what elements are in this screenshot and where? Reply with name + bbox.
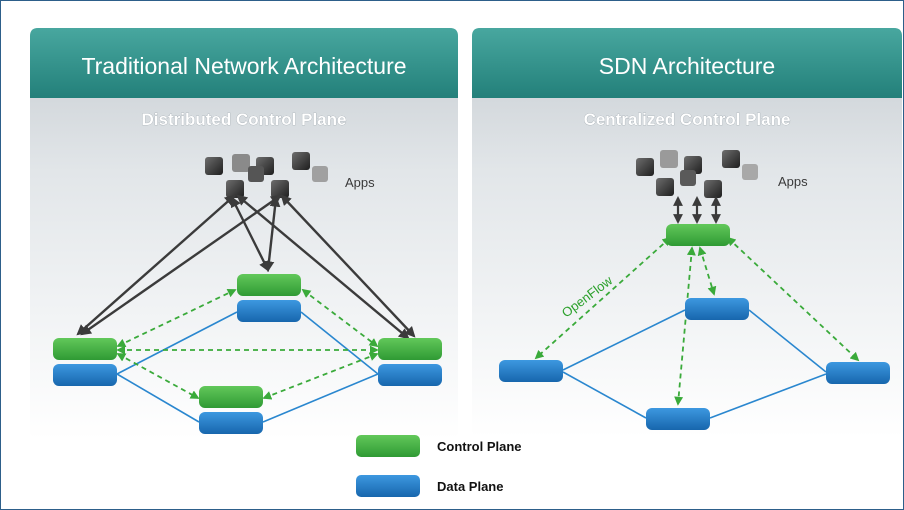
right-panel-header bbox=[472, 28, 902, 98]
right-app-arrows bbox=[673, 196, 721, 224]
legend-control-plane-swatch bbox=[356, 435, 420, 457]
left-panel-subtitle: Distributed Control Plane bbox=[142, 110, 347, 129]
right-apps-icon bbox=[636, 150, 758, 198]
legend: Control Plane Data Plane bbox=[356, 435, 522, 497]
legend-control-plane-label: Control Plane bbox=[437, 439, 522, 454]
legend-data-plane-label: Data Plane bbox=[437, 479, 503, 494]
right-panel: SDN Architecture Centralized Control Pla… bbox=[472, 28, 902, 438]
left-node-right bbox=[378, 338, 442, 386]
left-panel-header bbox=[30, 28, 458, 98]
left-panel: Traditional Network Architecture Distrib… bbox=[30, 28, 458, 440]
left-apps-icon bbox=[205, 152, 328, 198]
left-node-bottom bbox=[199, 386, 263, 434]
right-switch-left bbox=[499, 360, 563, 382]
right-apps-label: Apps bbox=[778, 174, 808, 189]
right-controller-node bbox=[666, 224, 730, 246]
left-panel-title: Traditional Network Architecture bbox=[81, 53, 406, 79]
left-apps-label: Apps bbox=[345, 175, 375, 190]
right-switch-top bbox=[685, 298, 749, 320]
right-panel-title: SDN Architecture bbox=[599, 53, 775, 79]
left-node-left bbox=[53, 338, 117, 386]
right-switch-bottom bbox=[646, 408, 710, 430]
right-switch-right bbox=[826, 362, 890, 384]
left-app-arrows bbox=[76, 194, 416, 340]
right-control-links bbox=[534, 236, 860, 406]
left-node-top bbox=[237, 274, 301, 322]
right-panel-subtitle: Centralized Control Plane bbox=[584, 110, 791, 129]
legend-data-plane-swatch bbox=[356, 475, 420, 497]
